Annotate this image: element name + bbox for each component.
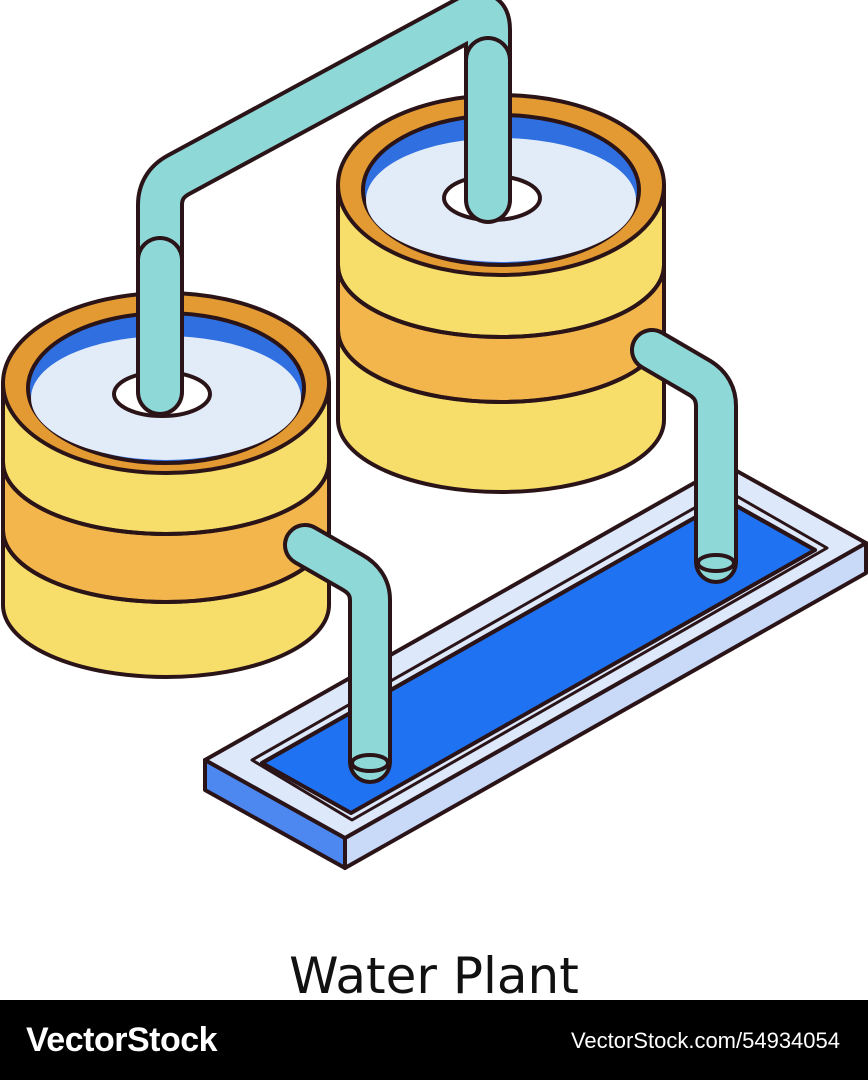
footer-brand-logo: VectorStock xyxy=(26,1021,218,1059)
water-plant-illustration xyxy=(1,0,868,870)
left-tank-outlet-pipe xyxy=(283,523,392,784)
footer-image-id: VectorStock.com/54934054 xyxy=(570,1028,840,1053)
top-connecting-pipe xyxy=(136,0,512,414)
illustration-caption: Water Plant xyxy=(289,947,579,1005)
left-tank xyxy=(1,291,331,679)
right-tank-outlet-pipe xyxy=(630,328,738,584)
watermark-footer: VectorStock VectorStock.com/54934054 xyxy=(0,1000,868,1080)
